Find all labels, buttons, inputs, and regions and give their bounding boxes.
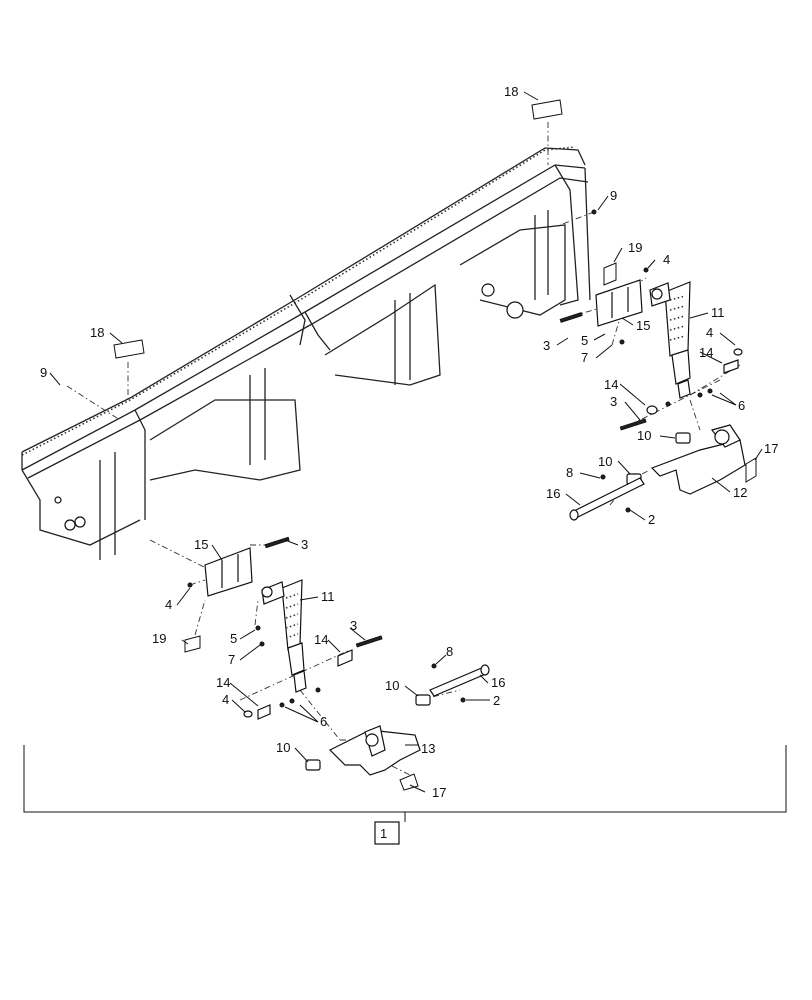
bracket-15-right <box>595 279 643 327</box>
callout-10-left-a: 10 <box>385 678 399 693</box>
callout-3-right-low: 3 <box>610 394 617 409</box>
callout-4-left-low: 4 <box>222 692 229 707</box>
bolt-3-left-top <box>264 536 290 549</box>
callout-14-left-low: 14 <box>216 675 230 690</box>
callout-19-left: 19 <box>152 631 166 646</box>
callout-8-right: 8 <box>566 465 573 480</box>
kit-number-box <box>374 821 400 845</box>
callout-17-right: 17 <box>764 441 778 456</box>
callout-2-right: 2 <box>648 512 655 527</box>
callout-6-right: 6 <box>738 398 745 413</box>
right-actuator-assembly <box>559 209 746 521</box>
pin-16-left <box>429 666 489 697</box>
callout-15-right: 15 <box>636 318 650 333</box>
decal-19-left <box>184 635 201 653</box>
callout-10-left-b: 10 <box>276 740 290 755</box>
bolt-3-right-top <box>559 312 583 323</box>
kit-bracket <box>23 745 787 845</box>
callout-9-left: 9 <box>40 365 47 380</box>
callout-3-left-top: 3 <box>301 537 308 552</box>
assembly-center-lines <box>66 122 741 776</box>
callout-labels: 1 18 18 9 9 19 4 15 3 5 7 11 4 14 14 6 3… <box>40 84 778 841</box>
callout-3-right-top: 3 <box>543 338 550 353</box>
callout-7-left: 7 <box>228 652 235 667</box>
callout-18-top: 18 <box>504 84 518 99</box>
decal-18-top <box>531 99 563 120</box>
callout-5-left: 5 <box>230 631 237 646</box>
callout-11-right: 11 <box>711 305 725 320</box>
callout-14-left-top: 14 <box>314 632 328 647</box>
callout-4-right-top: 4 <box>663 252 670 267</box>
decal-17-left <box>399 773 419 791</box>
callout-16-left: 16 <box>491 675 505 690</box>
callout-17-left: 17 <box>432 785 446 800</box>
arm-12-right <box>650 439 746 495</box>
callout-10-right-b: 10 <box>598 454 612 469</box>
callout-10-right-a: 10 <box>637 428 651 443</box>
bushing-10-right-a <box>675 432 691 444</box>
main-frame-beam <box>21 146 591 560</box>
decal-17-right <box>745 457 757 483</box>
callout-7-right: 7 <box>581 350 588 365</box>
callout-5-right: 5 <box>581 333 588 348</box>
callout-19-right: 19 <box>628 240 642 255</box>
bushing-10-left-b <box>305 759 321 771</box>
callout-3-left-low: 3 <box>350 618 357 633</box>
callout-13: 13 <box>421 741 435 756</box>
callout-14-right-low: 14 <box>604 377 618 392</box>
callout-16-right: 16 <box>546 486 560 501</box>
callout-1: 1 <box>380 826 387 841</box>
bushing-10-left-a <box>415 694 431 706</box>
callout-11-left: 11 <box>321 589 335 604</box>
left-actuator-assembly <box>187 536 490 776</box>
callout-4-right-mid: 4 <box>706 325 713 340</box>
callout-15-left: 15 <box>194 537 208 552</box>
callout-4-left-top: 4 <box>165 597 172 612</box>
bracket-15-left <box>204 547 253 597</box>
callout-2-left: 2 <box>493 693 500 708</box>
callout-9-right: 9 <box>610 188 617 203</box>
leader-lines <box>49 91 763 793</box>
callout-6-left: 6 <box>320 714 327 729</box>
callout-18-left: 18 <box>90 325 104 340</box>
decal-18-left <box>113 339 145 359</box>
decals <box>113 99 757 791</box>
callout-14-right-top: 14 <box>699 345 713 360</box>
decal-19-right <box>603 262 617 286</box>
cylinder-11-left <box>281 579 303 651</box>
callout-8-left: 8 <box>446 644 453 659</box>
callout-12: 12 <box>733 485 747 500</box>
